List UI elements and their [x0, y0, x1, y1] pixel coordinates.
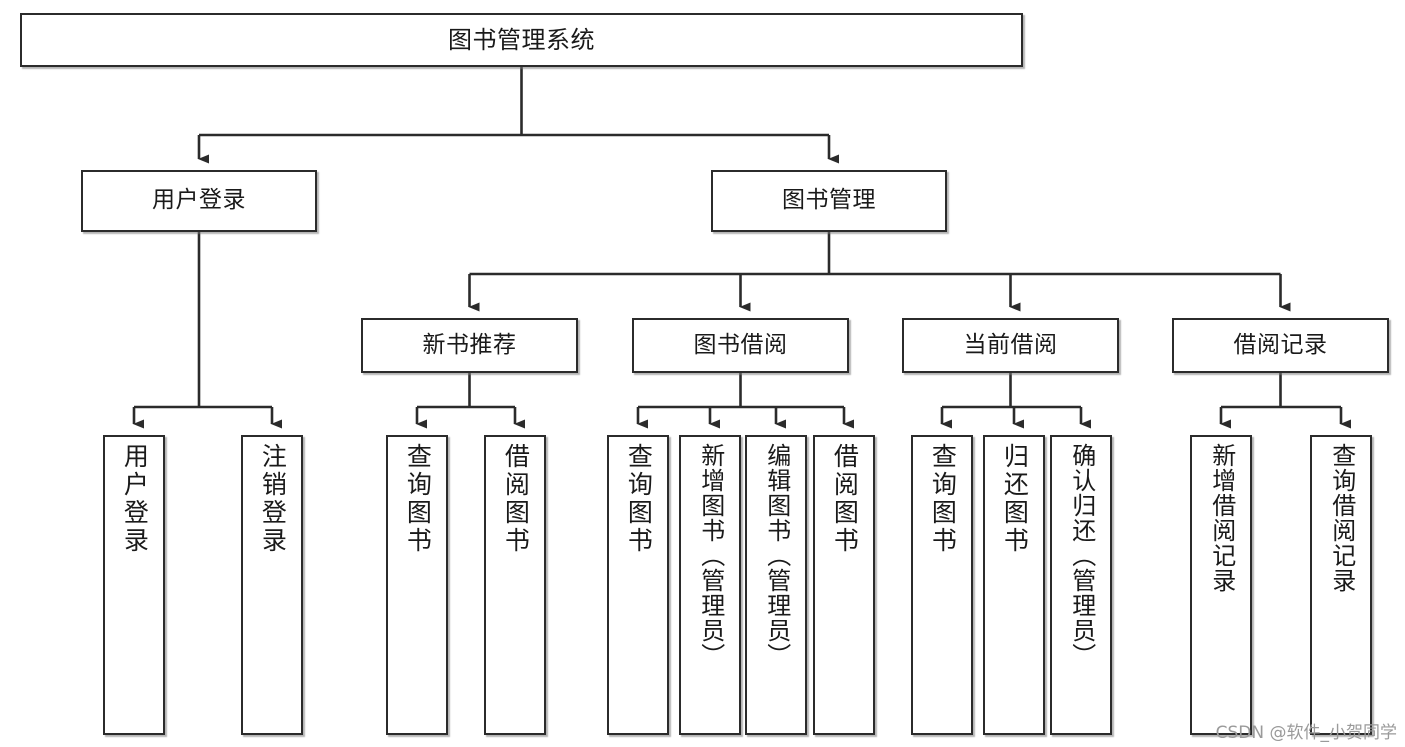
node-l_query1[interactable]: 查询图书 [386, 435, 448, 735]
node-l_queryrec[interactable]: 查询借阅记录 [1310, 435, 1372, 735]
csdn-watermark: CSDN @软件_小贺同学 [1215, 723, 1397, 743]
node-bookmgmt[interactable]: 图书管理 [711, 170, 947, 232]
node-l_borrow2[interactable]: 借阅图书 [813, 435, 875, 735]
node-label-borrow: 图书借阅 [693, 331, 788, 358]
node-records[interactable]: 借阅记录 [1172, 318, 1389, 373]
node-l_login[interactable]: 用户登录 [103, 435, 165, 735]
node-label-root: 图书管理系统 [448, 25, 595, 54]
node-label-newbook: 新书推荐 [422, 331, 517, 358]
node-root[interactable]: 图书管理系统 [20, 13, 1023, 67]
node-label-current: 当前借阅 [963, 331, 1058, 358]
node-label-l_queryrec: 查询借阅记录 [1327, 443, 1356, 593]
node-l_borrow1[interactable]: 借阅图书 [484, 435, 546, 735]
node-borrow[interactable]: 图书借阅 [632, 318, 849, 373]
node-label-l_confirm: 确认归还（管理员） [1067, 443, 1096, 668]
node-l_addrec[interactable]: 新增借阅记录 [1190, 435, 1252, 735]
node-label-login: 用户登录 [152, 187, 246, 214]
node-label-l_query3: 查询图书 [928, 443, 958, 555]
node-l_confirm[interactable]: 确认归还（管理员） [1050, 435, 1112, 735]
node-label-l_query2: 查询图书 [624, 443, 654, 555]
node-l_query3[interactable]: 查询图书 [911, 435, 973, 735]
node-l_edit[interactable]: 编辑图书（管理员） [745, 435, 807, 735]
node-l_add[interactable]: 新增图书（管理员） [679, 435, 741, 735]
node-label-l_logout: 注销登录 [258, 443, 288, 555]
node-label-records: 借阅记录 [1233, 331, 1328, 358]
node-label-l_query1: 查询图书 [403, 443, 433, 555]
node-label-l_borrow2: 借阅图书 [830, 443, 860, 555]
node-label-bookmgmt: 图书管理 [782, 187, 876, 214]
node-label-l_add: 新增图书（管理员） [696, 443, 725, 668]
node-login[interactable]: 用户登录 [81, 170, 317, 232]
node-newbook[interactable]: 新书推荐 [361, 318, 578, 373]
node-label-l_return: 归还图书 [1000, 443, 1030, 555]
node-label-l_borrow1: 借阅图书 [501, 443, 531, 555]
node-label-l_addrec: 新增借阅记录 [1207, 443, 1236, 593]
node-l_query2[interactable]: 查询图书 [607, 435, 669, 735]
node-l_return[interactable]: 归还图书 [983, 435, 1045, 735]
node-current[interactable]: 当前借阅 [902, 318, 1119, 373]
node-label-l_edit: 编辑图书（管理员） [762, 443, 791, 668]
node-l_logout[interactable]: 注销登录 [241, 435, 303, 735]
node-label-l_login: 用户登录 [120, 443, 150, 555]
